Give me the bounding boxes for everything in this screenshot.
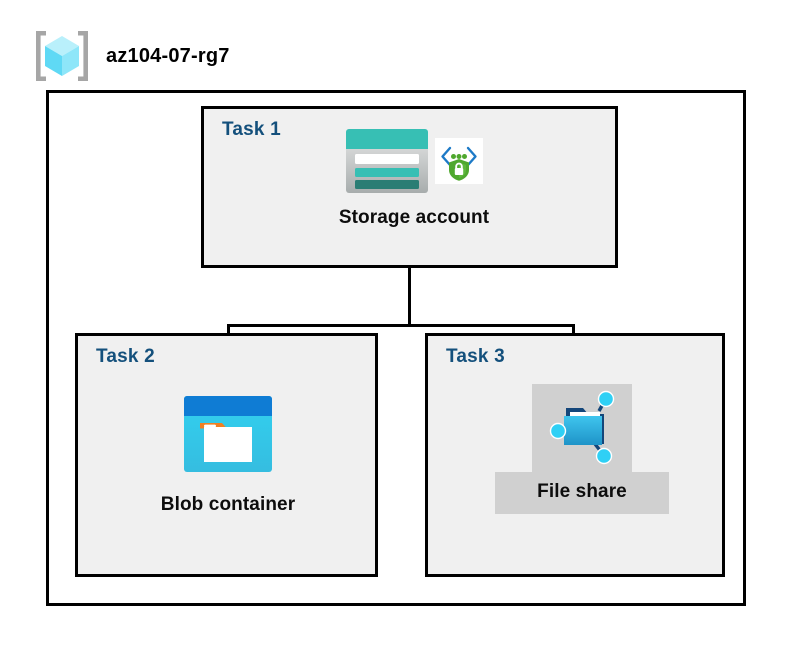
resource-group-icon (32, 28, 92, 84)
blob-container-icon[interactable] (182, 394, 274, 474)
node-blob-container[interactable]: Blob container (128, 394, 328, 516)
file-share-selection-highlight (532, 384, 632, 472)
blob-container-caption: Blob container (160, 494, 296, 515)
task-2-box[interactable]: Task 2 (75, 333, 378, 577)
node-storage-account[interactable]: Storage account (304, 123, 524, 229)
resource-group-container: Task 1 (46, 90, 746, 606)
task-3-box[interactable]: Task 3 (425, 333, 725, 577)
storage-account-icon-row (345, 123, 483, 199)
secure-endpoint-shield-icon[interactable] (435, 138, 483, 184)
storage-account-caption: Storage account (338, 207, 490, 228)
task-2-label: Task 2 (96, 346, 155, 367)
connector-storage-trunk (408, 223, 411, 327)
task-1-box[interactable]: Task 1 (201, 106, 618, 268)
node-file-share[interactable]: File share (492, 384, 672, 514)
file-share-icon[interactable] (542, 390, 622, 466)
connector-horizontal-bus (227, 324, 575, 327)
storage-account-icon[interactable] (345, 128, 429, 194)
file-share-caption: File share (495, 472, 669, 514)
resource-group-header: az104-07-rg7 (32, 28, 230, 84)
task-1-label: Task 1 (222, 119, 281, 140)
resource-group-title: az104-07-rg7 (106, 44, 230, 67)
task-3-label: Task 3 (446, 346, 505, 367)
